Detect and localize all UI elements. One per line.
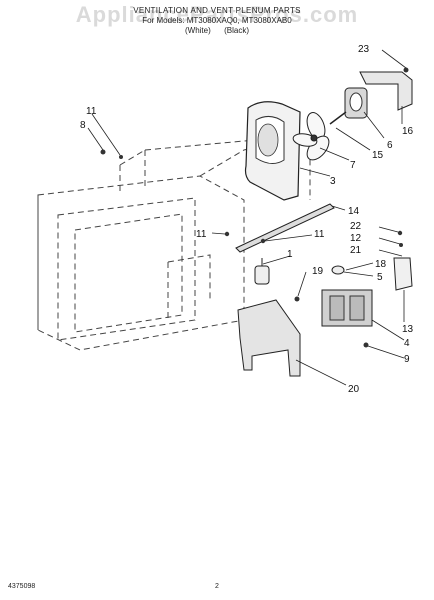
- diode-assembly: [331, 265, 345, 275]
- diagram-header: VENTILATION AND VENT PLENUM PARTS For Mo…: [0, 6, 434, 36]
- header-title: VENTILATION AND VENT PLENUM PARTS: [133, 6, 301, 15]
- callout-22: 22: [350, 221, 362, 232]
- header-color-black: (Black): [224, 26, 249, 35]
- support-bracket: [237, 299, 301, 377]
- screws: [100, 149, 403, 348]
- header-colors: (White) (Black): [0, 26, 434, 36]
- callout-4: 4: [404, 338, 410, 349]
- callout-8: 8: [80, 120, 86, 131]
- callout-13: 13: [402, 324, 414, 335]
- callout-5: 5: [377, 272, 383, 283]
- fan-blade: [292, 112, 330, 161]
- vent-plenum: [244, 101, 301, 201]
- callout-6: 6: [387, 140, 393, 151]
- duct-rail: [235, 203, 335, 253]
- header-color-white: (White): [184, 26, 211, 35]
- thermal-cutout: [254, 258, 270, 285]
- document-number: 4375098: [8, 583, 36, 590]
- callout-7: 7: [350, 160, 356, 171]
- callout-20: 20: [348, 384, 360, 395]
- callout-1: 1: [287, 249, 293, 260]
- header-models: For Models: MT3080XAQ0, MT3080XAB0: [142, 16, 292, 25]
- callout-11-left: 11: [196, 229, 207, 240]
- motor-bracket: [359, 67, 413, 111]
- callout-3: 3: [330, 176, 336, 187]
- leader-lines: [87, 49, 407, 386]
- callout-18: 18: [375, 259, 387, 270]
- callout-11-right: 11: [314, 229, 325, 240]
- callout-11-top: 11: [86, 106, 97, 117]
- callout-15: 15: [372, 150, 384, 161]
- page-number: 2: [215, 583, 219, 590]
- callout-19: 19: [312, 266, 324, 277]
- callout-16: 16: [402, 126, 414, 137]
- callout-9: 9: [404, 354, 410, 365]
- transformer: [321, 289, 373, 327]
- callout-12: 12: [350, 233, 362, 244]
- fan-motor: [329, 87, 368, 125]
- callout-14: 14: [348, 206, 360, 217]
- callout-21: 21: [350, 245, 362, 256]
- callout-23: 23: [358, 44, 370, 55]
- watermark: AppliancePartsPros.com: [75, 2, 359, 27]
- capacitor-bracket: [393, 257, 413, 291]
